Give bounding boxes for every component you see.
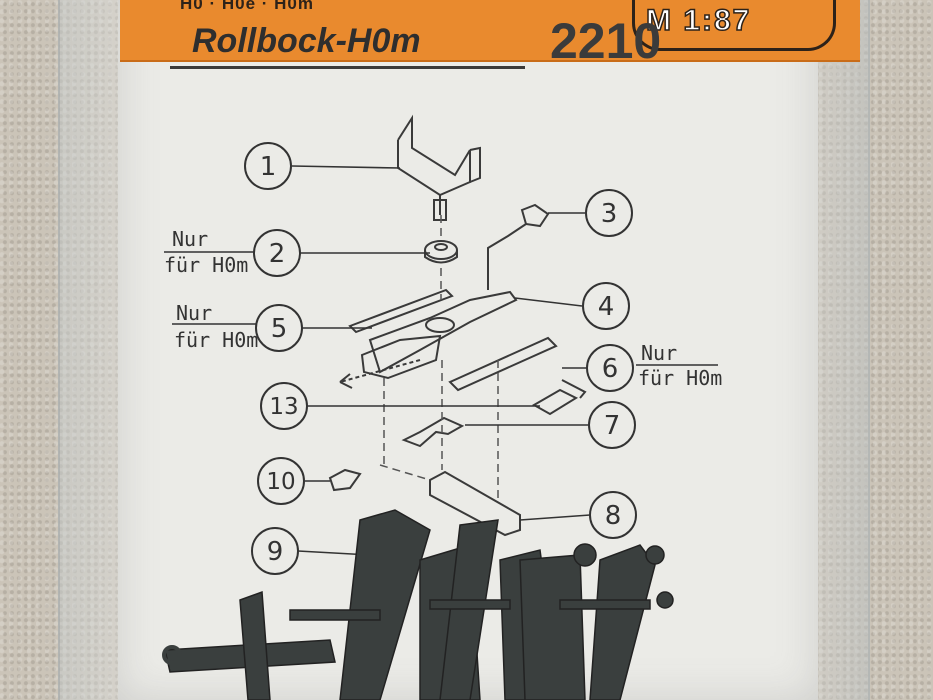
- article-number: 2210: [550, 18, 662, 69]
- callout-5-label: 5: [271, 314, 288, 344]
- gauge-tag: H0 · H0e · H0m: [180, 0, 314, 13]
- part-1-cradle: [397, 114, 481, 221]
- part-2-washer: [424, 240, 458, 264]
- callout-3-label: 3: [601, 199, 618, 229]
- callout-7-circle: [588, 401, 636, 449]
- part-7-bracket: [401, 388, 579, 448]
- part-4-frame: [360, 290, 518, 380]
- product-title: Rollbock-H0m: [192, 22, 421, 60]
- note-part5-fuer-h0m: für H0m: [174, 328, 258, 352]
- callout-10-circle: [257, 457, 305, 505]
- callout-13-label: 13: [269, 394, 298, 420]
- callout-9-circle: [251, 527, 299, 575]
- title-underline: [170, 66, 525, 69]
- callout-1-circle: [244, 142, 292, 190]
- part-3-clip: [487, 203, 550, 290]
- callout-13-circle: [260, 382, 308, 430]
- note-part2-nur: Nur: [172, 227, 208, 251]
- callout-1-label: 1: [260, 152, 277, 182]
- callout-7-label: 7: [604, 411, 621, 441]
- callout-5-circle: [255, 304, 303, 352]
- callout-10-label: 10: [266, 469, 295, 495]
- part-6-beam: [448, 336, 587, 399]
- callout-8-label: 8: [605, 501, 622, 531]
- note-part2-fuer-h0m: für H0m: [164, 253, 248, 277]
- callout-2-label: 2: [269, 239, 286, 269]
- part-8-sideframe: [429, 470, 521, 537]
- callout-2-circle: [253, 229, 301, 277]
- callout-4-circle: [582, 282, 630, 330]
- callout-6-label: 6: [602, 354, 619, 384]
- note-part5-nur: Nur: [176, 301, 212, 325]
- callout-4-label: 4: [598, 292, 615, 322]
- part-5-crossbeam: [348, 288, 454, 334]
- note-part6-fuer-h0m: für H0m: [638, 366, 722, 390]
- callout-9-label: 9: [267, 537, 284, 567]
- scale-label: M 1:87: [645, 3, 752, 38]
- callout-3-circle: [585, 189, 633, 237]
- callout-8-circle: [589, 491, 637, 539]
- note-part6-nur: Nur: [641, 341, 677, 365]
- callout-6-circle: [586, 344, 634, 392]
- part-10-coupler: [328, 468, 362, 492]
- scale-badge: [632, 0, 836, 51]
